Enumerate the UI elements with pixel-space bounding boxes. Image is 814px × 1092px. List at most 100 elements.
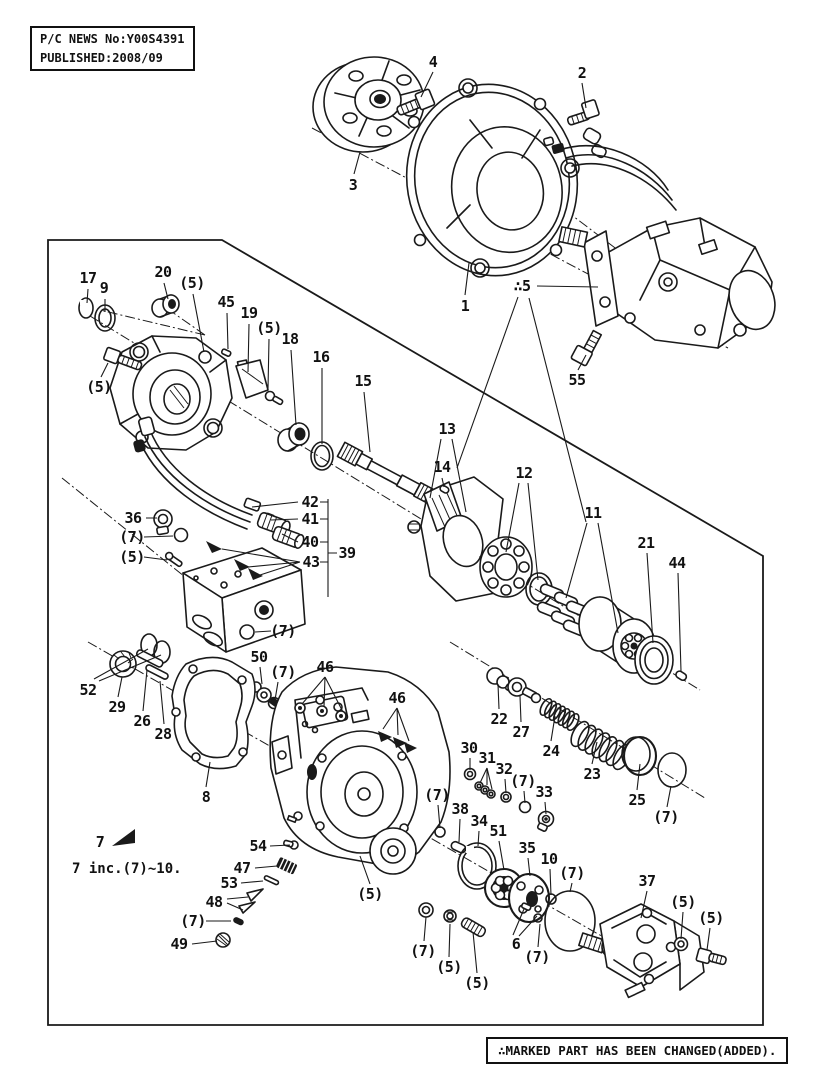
part-washer-5-pump [673,936,689,952]
part-plug-22 [486,667,516,693]
part-valve-block-39 [164,541,306,653]
part-pin-45 [220,348,232,357]
part-bushing-20 [151,294,180,318]
part-rotor-51 [483,867,525,909]
part-oring-7-d [657,752,687,788]
part-washers-31 [474,781,496,799]
part-callout-50-7: (7) [510,772,536,790]
part-callout-73-49: 49 [170,935,188,953]
part-callout-41-22: 22 [490,710,508,728]
part-cap-25 [621,735,658,777]
part-pin-44 [675,670,688,682]
part-callout-6-17: 17 [79,269,97,287]
part-callout-20-11: 11 [584,504,602,522]
part-nut-30 [463,767,477,781]
part-callout-42-27: 27 [512,723,530,741]
part-callout-1-2: 2 [577,64,587,82]
part-callout-70-53: 53 [220,874,238,892]
publication-info-box: P/C NEWS No:Y00S4391 PUBLISHED:2008/09 [30,26,195,72]
part-callout-31-7: (7) [270,622,296,640]
part-callout-64-7: (7) [410,942,436,960]
part-callout-5-55: 55 [568,371,586,389]
part-screw-5-block [164,551,183,568]
part-callout-33-52: 52 [79,681,97,699]
part-disc-21 [634,635,674,685]
part-pin-set-6 [520,902,543,923]
part-callout-9-5: (5) [179,274,205,292]
assembly-7-note: 7 inc.(7)~10. [72,861,182,877]
part-callout-44-23: 23 [583,765,601,783]
part-callout-3-1: 1 [460,297,470,315]
part-wedges-48 [238,888,264,914]
part-snap-ring-17 [78,297,94,319]
part-retainer-12 [479,536,553,606]
part-callout-40-46: 46 [388,689,406,707]
part-pin-26 [135,649,164,668]
diagram-frame [47,239,764,1026]
part-callout-21-21: 21 [637,534,655,552]
part-plug-36 [153,509,173,536]
part-oring-7-b [239,624,255,640]
part-callout-29-39: 39 [338,544,356,562]
part-gasket-8 [171,656,256,770]
part-callout-51-33: 33 [535,783,553,801]
part-bolt-4 [396,88,436,116]
part-callout-10-45: 45 [217,293,235,311]
part-port-plate-35 [507,872,551,924]
assembly-7-arrow [112,829,135,846]
part-callout-23-36: 36 [124,509,142,527]
part-callout-12-5: (5) [256,319,282,337]
publication-number: P/C NEWS No:Y00S4391 [40,32,185,46]
part-callout-47-30: 30 [460,739,478,757]
publication-date: PUBLISHED:2008/09 [40,50,163,65]
part-callout-11-19: 19 [240,304,258,322]
part-coupling-3 [312,56,425,153]
part-ball-pins-46 [294,702,417,753]
part-callout-49-32: 32 [495,760,513,778]
part-callout-19-12: 12 [515,464,533,482]
part-callout-56-35: 35 [518,839,536,857]
part-callout-7-9: 9 [99,279,109,297]
part-fitting-50 [250,681,281,708]
part-ring-34 [457,842,497,890]
part-gear-pump-37 [578,903,705,999]
part-bushing-18 [277,422,310,452]
part-callout-43-24: 24 [542,742,560,760]
part-callout-63-7: (7) [524,948,550,966]
part-callout-38-50: 50 [250,648,268,666]
part-callout-53-38: 38 [451,800,469,818]
part-callout-72-7: (7) [180,912,206,930]
part-callout-16-15: 15 [354,372,372,390]
part-pin-53 [263,875,280,886]
part-callout-17-13: 13 [438,420,456,438]
part-callout-35-26: 26 [133,712,151,730]
part-screw-5-bracket [264,390,284,406]
part-callout-34-29: 29 [108,698,126,716]
part-callout-27-41: 41 [301,510,319,528]
part-stud-5-bottom [460,917,487,938]
part-pump-housing [269,666,451,875]
assembled-pump-5 [543,136,776,349]
part-callout-14-16: 16 [312,348,330,366]
part-callout-26-42: 42 [301,493,319,511]
part-pin-38 [450,840,467,854]
part-callout-2-3: 3 [348,176,358,194]
part-callout-13-18: 18 [281,330,299,348]
part-oring-7-a [173,527,189,543]
part-bolt-5-pump [695,947,727,966]
part-callout-0-4: 4 [428,53,438,71]
part-plug-33 [536,810,555,832]
part-plug-49 [215,932,231,948]
part-bolt-55 [570,329,603,367]
part-callout-37-8: 8 [201,788,211,806]
part-pin-28 [145,664,169,680]
leader-lines [86,71,711,974]
part-callout-48-31: 31 [478,749,496,767]
part-callout-30-43: 43 [302,553,320,571]
part-callout-60-5: (5) [670,893,696,911]
changed-part-note-box: ∴MARKED PART HAS BEEN CHANGED(ADDED). [486,1037,789,1064]
part-callout-32-7: (7) [270,663,296,681]
part-callout-66-5: (5) [464,974,490,992]
